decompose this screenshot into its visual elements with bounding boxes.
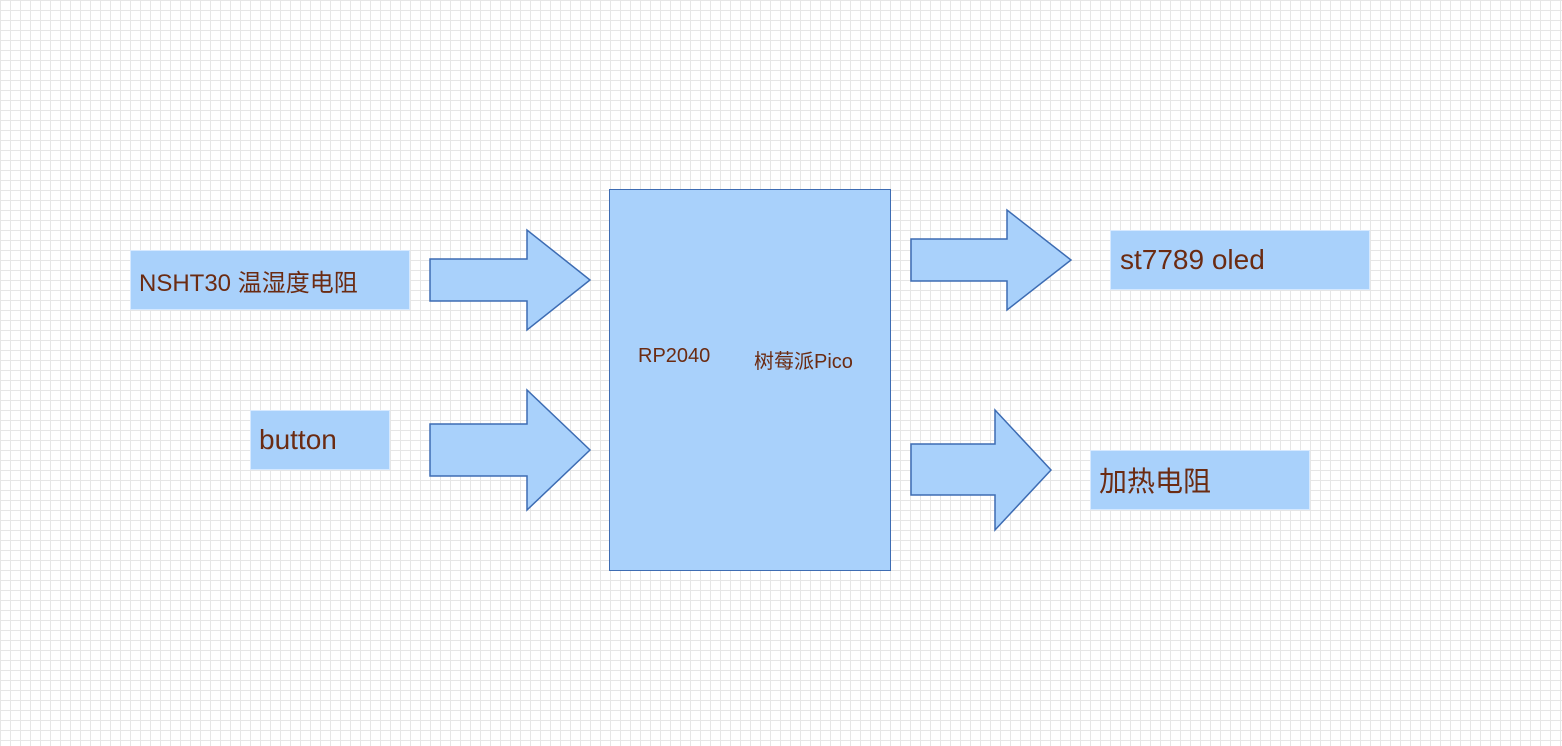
sensor-input-label: NSHT30 温湿度电阻 [139,269,358,297]
mcu-chip-label: RP2040 [638,345,711,367]
display-output-box[interactable]: st7789 oled [1110,230,1370,290]
heater-output-label: 加热电阻 [1099,466,1212,497]
arrow-mcu-to-heater[interactable] [910,408,1053,532]
button-input-box[interactable]: button [250,410,390,470]
sensor-input-box[interactable]: NSHT30 温湿度电阻 [130,250,410,310]
heater-output-box[interactable]: 加热电阻 [1090,450,1310,510]
mcu-board-label: 树莓派Pico [754,351,853,373]
mcu-block[interactable]: RP2040 树莓派Pico [609,189,891,571]
arrow-button-to-mcu[interactable] [429,388,592,512]
button-input-label: button [259,424,337,455]
arrow-mcu-to-display[interactable] [910,208,1073,312]
display-output-label: st7789 oled [1120,244,1265,275]
arrow-sensor-to-mcu[interactable] [429,228,592,332]
